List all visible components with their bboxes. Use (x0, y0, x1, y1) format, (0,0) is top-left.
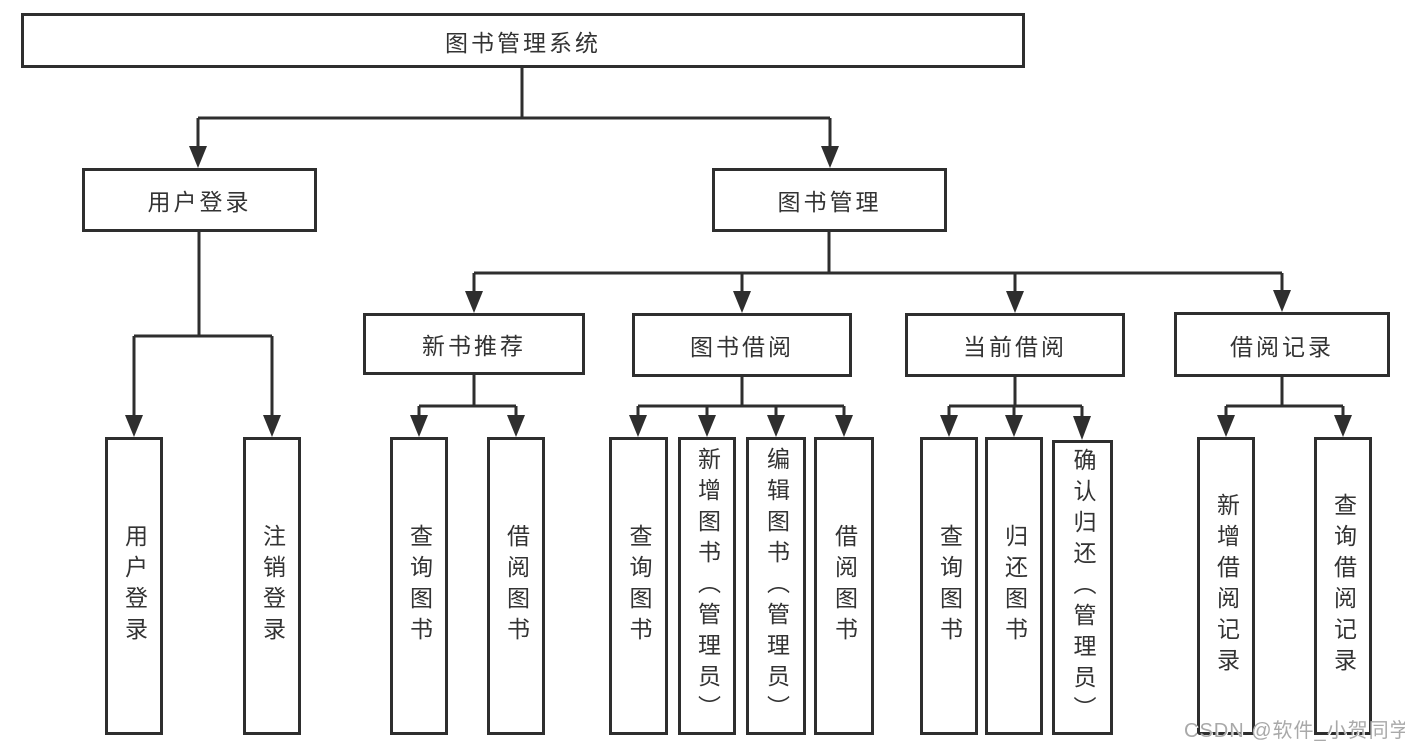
node-query-books-current: 查询图书 (920, 437, 978, 735)
node-label: 借阅图书 (831, 524, 858, 648)
node-label: 借阅记录 (1230, 333, 1334, 360)
node-user-login-leaf: 用户登录 (105, 437, 163, 735)
node-query-borrow-record: 查询借阅记录 (1314, 437, 1372, 735)
watermark: CSDN @软件_小贺同学 (1184, 720, 1405, 742)
node-label: 图书借阅 (690, 334, 794, 360)
node-borrow-books-recommend: 借阅图书 (487, 437, 545, 735)
node-new-book-recommend: 新书推荐 (363, 313, 585, 375)
node-borrow-books-leaf: 借阅图书 (814, 437, 874, 735)
node-label: 编辑图书（管理员） (763, 446, 790, 726)
node-edit-book-admin: 编辑图书（管理员） (746, 437, 806, 735)
node-current-borrow: 当前借阅 (905, 313, 1125, 377)
node-label: 图书管理 (777, 189, 882, 215)
node-add-book-admin: 新增图书（管理员） (678, 437, 736, 735)
node-label: 用户登录 (147, 189, 252, 215)
node-label: 新书推荐 (422, 333, 526, 359)
node-label: 查询图书 (936, 524, 963, 648)
node-user-login: 用户登录 (82, 168, 317, 232)
node-label: 当前借阅 (963, 334, 1067, 360)
node-label: 查询图书 (406, 524, 433, 648)
node-confirm-return-admin: 确认归还（管理员） (1052, 440, 1113, 735)
node-book-borrow: 图书借阅 (632, 313, 852, 377)
node-book-management: 图书管理 (712, 168, 947, 232)
node-label: 新增图书（管理员） (694, 446, 721, 726)
node-logout: 注销登录 (243, 437, 301, 735)
node-label: 注销登录 (259, 524, 286, 648)
node-borrow-records: 借阅记录 (1174, 312, 1390, 377)
node-label: 图书管理系统 (445, 29, 601, 56)
node-label: 查询图书 (626, 524, 652, 648)
node-label: 确认归还（管理员） (1070, 448, 1096, 727)
node-query-books-borrow: 查询图书 (609, 437, 668, 735)
node-label: 查询借阅记录 (1330, 493, 1357, 679)
node-label: 新增借阅记录 (1213, 493, 1240, 679)
node-label: 归还图书 (1001, 524, 1028, 648)
node-add-borrow-record: 新增借阅记录 (1197, 437, 1255, 735)
node-label: 借阅图书 (503, 524, 530, 648)
node-query-books-recommend: 查询图书 (390, 437, 448, 735)
node-return-book: 归还图书 (985, 437, 1043, 735)
node-label: 用户登录 (121, 524, 148, 648)
node-library-management-system: 图书管理系统 (21, 13, 1025, 68)
